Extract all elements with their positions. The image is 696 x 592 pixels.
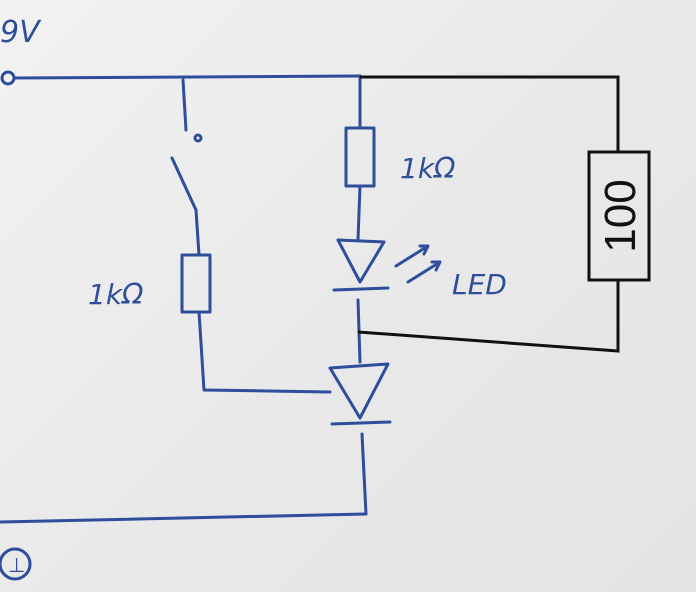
switch-contact [193, 133, 203, 143]
supply-terminal [0, 70, 16, 86]
ground-label: ⊥ [8, 553, 25, 577]
led-light-arrows [394, 244, 442, 284]
resistor-switch-branch [180, 253, 212, 314]
diode-symbol [328, 362, 392, 426]
switch-branch-wire-mid [194, 208, 201, 257]
switch-blade [170, 156, 198, 212]
switch-branch-wire-bottom [197, 310, 332, 394]
resistor-switch-branch-label: 1kΩ [88, 278, 144, 311]
supply-rail [12, 74, 362, 80]
led-label: LED [452, 268, 507, 301]
diode-cathode-wire [360, 432, 368, 516]
switch-branch-wire-top [181, 78, 188, 132]
led-branch-wire-mid [356, 184, 362, 242]
resistor-led-branch-label: 1kΩ [400, 152, 456, 185]
led-symbol [332, 238, 390, 292]
resistor-100-label: 100 [596, 179, 645, 252]
added-wire-top [360, 75, 620, 152]
ground-terminal [0, 547, 32, 581]
supply-label: 9V [0, 15, 42, 50]
ground-rail [0, 512, 368, 524]
added-wire-bottom [357, 280, 620, 353]
resistor-led-branch [344, 126, 376, 188]
